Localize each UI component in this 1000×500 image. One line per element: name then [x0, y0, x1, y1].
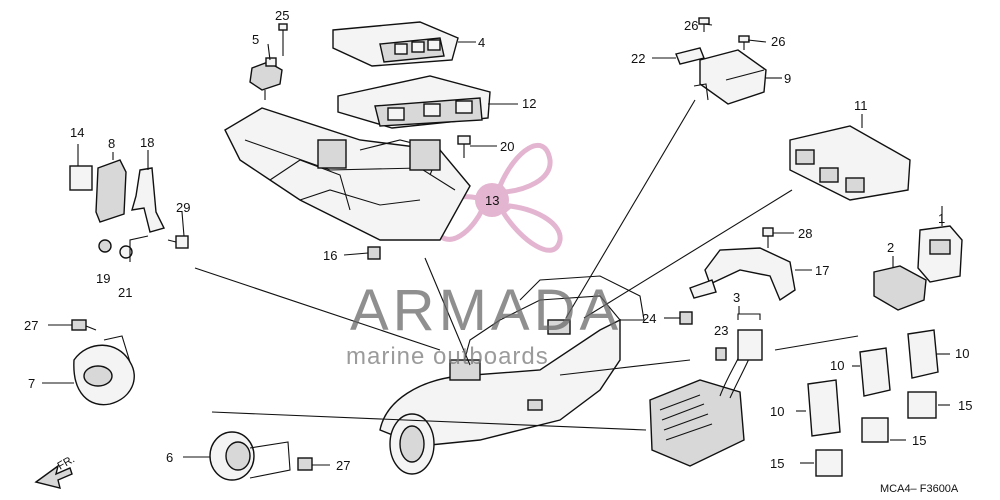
part-6-horn — [209, 431, 291, 481]
callout-13: 13 — [485, 193, 499, 208]
callout-1: 1 — [938, 211, 945, 226]
part-9-module — [693, 49, 767, 105]
direction-label: FR. — [56, 453, 77, 472]
callout-29: 29 — [176, 200, 190, 215]
part-17-bracket — [689, 247, 796, 302]
callout-27-a: 27 — [24, 318, 38, 333]
part-27-bolt-lower — [297, 457, 313, 471]
callout-4: 4 — [478, 35, 485, 50]
motorcycle-outline — [379, 275, 645, 475]
part-11-control-module — [789, 125, 911, 201]
callout-10-c: 10 — [770, 404, 784, 419]
callout-21: 21 — [118, 285, 132, 300]
part-12-control-unit — [337, 75, 491, 129]
callout-23: 23 — [714, 323, 728, 338]
part-21-nut — [119, 245, 133, 259]
callout-14: 14 — [70, 125, 84, 140]
callout-18: 18 — [140, 135, 154, 150]
callout-11: 11 — [854, 98, 868, 113]
part-25-screw — [278, 23, 288, 42]
drawing-code: MCA4– F3600A — [880, 483, 959, 495]
main-mounting-bracket — [224, 107, 471, 241]
part-18-bracket — [131, 150, 166, 233]
callout-26-a: 26 — [684, 18, 698, 33]
part-29-bolt — [167, 235, 189, 249]
callout-2: 2 — [887, 240, 894, 255]
callout-labels: 25 5 4 12 20 13 14 8 18 29 19 21 16 26 2… — [24, 8, 972, 473]
part-4-control-unit — [332, 21, 459, 67]
callout-15-b: 15 — [912, 433, 926, 448]
callout-26-b: 26 — [771, 34, 785, 49]
callout-16: 16 — [323, 248, 337, 263]
callout-25: 25 — [275, 8, 289, 23]
callout-7: 7 — [28, 376, 35, 391]
part-10-relay-b — [859, 347, 891, 397]
part-23-clip — [715, 347, 727, 361]
leader-lines — [42, 23, 950, 466]
part-8-unit — [95, 159, 127, 223]
part-1-fuse-box — [917, 225, 963, 283]
part-2-relay-box — [873, 265, 927, 311]
callout-19: 19 — [96, 271, 110, 286]
part-20-bolt — [457, 135, 471, 158]
callout-15-a: 15 — [958, 398, 972, 413]
front-direction-arrow-icon — [34, 464, 73, 489]
part-27-bolt-upper — [71, 319, 97, 331]
part-24-screw — [679, 311, 693, 325]
callout-10-b: 10 — [830, 358, 844, 373]
part-7-horn — [73, 335, 135, 406]
part-10-relay-a — [907, 329, 939, 379]
part-15-relay-b — [861, 417, 889, 443]
callout-6: 6 — [166, 450, 173, 465]
callout-20: 20 — [500, 139, 514, 154]
part-3-regulator — [649, 313, 763, 467]
part-5-sensor — [249, 57, 283, 100]
watermark-tagline: marine outboards — [346, 343, 549, 370]
callout-15-c: 15 — [770, 456, 784, 471]
callout-24: 24 — [642, 311, 656, 326]
part-15-relay-a — [907, 391, 937, 419]
part-26-screw-a — [698, 17, 710, 32]
part-10-relay-c — [807, 379, 841, 437]
callout-27-b: 27 — [336, 458, 350, 473]
callout-22: 22 — [631, 51, 645, 66]
callout-3: 3 — [733, 290, 740, 305]
callout-8: 8 — [108, 136, 115, 151]
callout-5: 5 — [252, 32, 259, 47]
part-26-screw-b — [738, 35, 750, 50]
callout-17: 17 — [815, 263, 829, 278]
part-14-relay — [69, 165, 93, 191]
callout-9: 9 — [784, 71, 791, 86]
part-15-relay-c — [815, 449, 843, 477]
callout-12: 12 — [522, 96, 536, 111]
part-16-clip — [367, 246, 381, 260]
part-19-grommet — [98, 239, 112, 253]
part-22-bracket — [675, 47, 705, 65]
watermark-brand: ARMADA — [350, 278, 622, 343]
callout-28: 28 — [798, 226, 812, 241]
part-28-bolt — [762, 227, 774, 248]
callout-10-a: 10 — [955, 346, 969, 361]
